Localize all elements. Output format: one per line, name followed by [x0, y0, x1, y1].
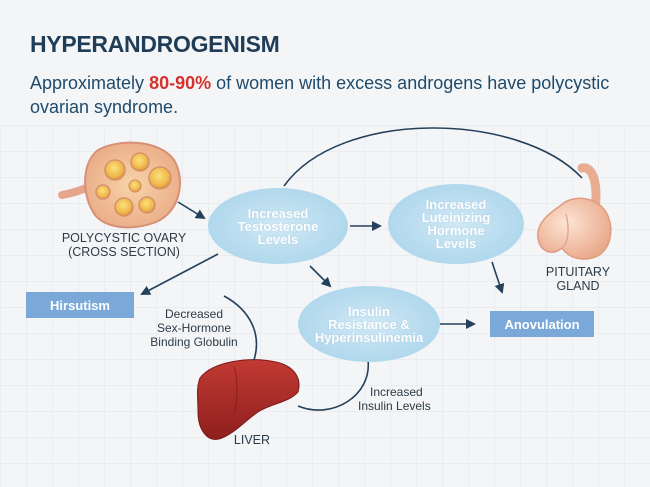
arrow-lh-to-anovulation — [491, 261, 505, 294]
pituitary-line2: GLAND — [556, 279, 600, 293]
connectors — [140, 127, 583, 411]
label-liver: LIVER — [222, 433, 282, 447]
shbg-line3: Binding Globulin — [150, 335, 238, 349]
label-shbg: Decreased Sex-Hormone Binding Globulin — [138, 307, 250, 349]
node-testosterone: Increased Testosterone Levels — [208, 188, 348, 264]
page-title: HYPERANDROGENISM — [30, 31, 280, 57]
node-lh-label: Increased Luteinizing Hormone Levels — [421, 197, 491, 251]
arrow-ovary-to-testosterone — [177, 201, 206, 220]
label-pituitary-gland: PITUITARY GLAND — [534, 265, 622, 293]
ovary-line2: (CROSS SECTION) — [68, 245, 180, 259]
label-polycystic-ovary: POLYCYSTIC OVARY (CROSS SECTION) — [48, 231, 200, 259]
node-insulin-resistance: Insulin Resistance & Hyperinsulinemia — [298, 286, 440, 362]
liver-text: LIVER — [233, 433, 271, 447]
subtitle-highlight: 80-90% — [149, 73, 212, 93]
shbg-line1: Decreased — [164, 307, 224, 321]
insulin-levels-line1: Increased — [370, 385, 423, 399]
pituitary-line1: PITUITARY — [545, 265, 611, 279]
node-insulin-label: Insulin Resistance & Hyperinsulinemia — [314, 303, 424, 345]
subtitle-suffix: of women with excess androgens have poly… — [30, 73, 610, 117]
page-subtitle: Approximately 80-90% of women with exces… — [30, 71, 630, 119]
insulin-levels-line2: Insulin Levels — [358, 399, 431, 413]
liver-illustration — [197, 359, 300, 440]
subtitle-prefix: Approximately — [30, 73, 150, 93]
polycystic-ovary-illustration — [58, 141, 181, 229]
shbg-line2: Sex-Hormone — [156, 321, 232, 335]
node-luteinizing-hormone: Increased Luteinizing Hormone Levels — [388, 184, 524, 264]
arrow-testosterone-to-insulin — [309, 265, 332, 288]
label-increased-insulin-levels: Increased Insulin Levels — [358, 385, 454, 413]
ovary-line1: POLYCYSTIC OVARY — [61, 231, 187, 245]
arc-testosterone-to-pituitary — [283, 127, 583, 187]
node-anovulation: Anovulation — [490, 311, 594, 337]
curve-shbg-to-liver — [223, 295, 258, 361]
node-testosterone-label: Increased Testosterone Levels — [237, 205, 319, 247]
node-hirsutism: Hirsutism — [26, 292, 134, 318]
pituitary-gland-illustration — [537, 163, 612, 260]
curve-liver-to-insulin — [297, 359, 369, 411]
arrow-testosterone-to-hirsutism — [140, 253, 219, 295]
